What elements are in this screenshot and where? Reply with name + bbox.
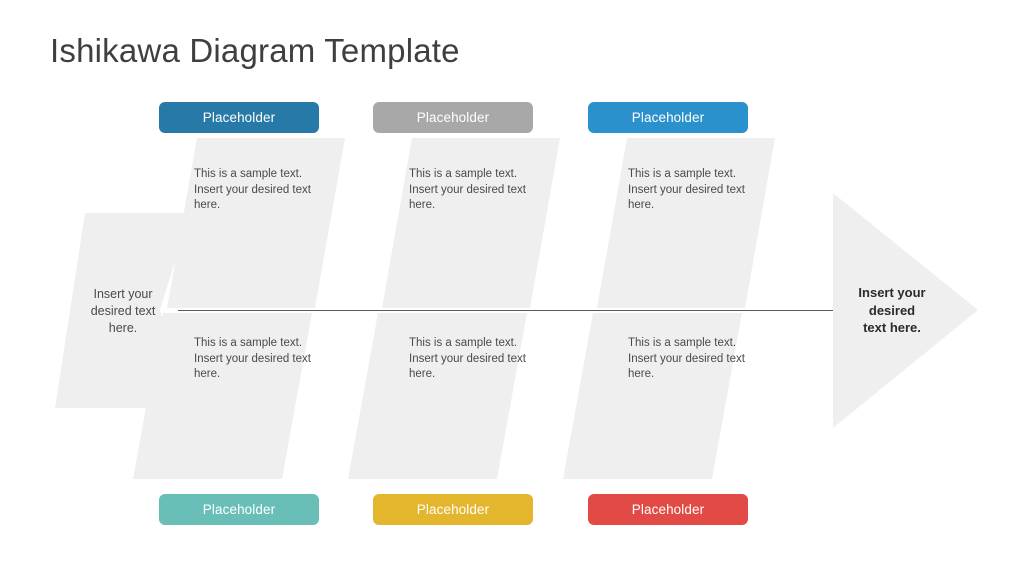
right-head-arrow[interactable] <box>833 193 978 428</box>
placeholder-button-bottom-3[interactable]: Placeholder <box>588 494 748 525</box>
placeholder-button-top-3[interactable]: Placeholder <box>588 102 748 133</box>
left-head-label: Insert your desired text here. <box>90 287 156 335</box>
rib-upper-1[interactable] <box>167 138 345 308</box>
rib-upper-text-3: This is a sample text. Insert your desir… <box>628 168 745 211</box>
rib-lower-3[interactable] <box>563 313 742 479</box>
rib-lower-text-3: This is a sample text. Insert your desir… <box>628 337 745 380</box>
rib-upper-2[interactable] <box>382 138 560 308</box>
rib-lower-1[interactable] <box>133 313 312 479</box>
right-head-label: Insert your desired text here. <box>858 285 926 335</box>
rib-lower-text-1: This is a sample text. Insert your desir… <box>194 337 311 380</box>
rib-lower-text-2: This is a sample text. Insert your desir… <box>409 337 526 380</box>
placeholder-button-top-2[interactable]: Placeholder <box>373 102 533 133</box>
page-title: Ishikawa Diagram Template <box>50 32 460 69</box>
rib-lower-2[interactable] <box>348 313 527 479</box>
rib-upper-text-1: This is a sample text. Insert your desir… <box>194 168 311 211</box>
placeholder-button-bottom-1[interactable]: Placeholder <box>159 494 319 525</box>
rib-upper-3[interactable] <box>597 138 775 308</box>
rib-upper-text-2: This is a sample text. Insert your desir… <box>409 168 526 211</box>
placeholder-button-bottom-2[interactable]: Placeholder <box>373 494 533 525</box>
placeholder-button-top-1[interactable]: Placeholder <box>159 102 319 133</box>
